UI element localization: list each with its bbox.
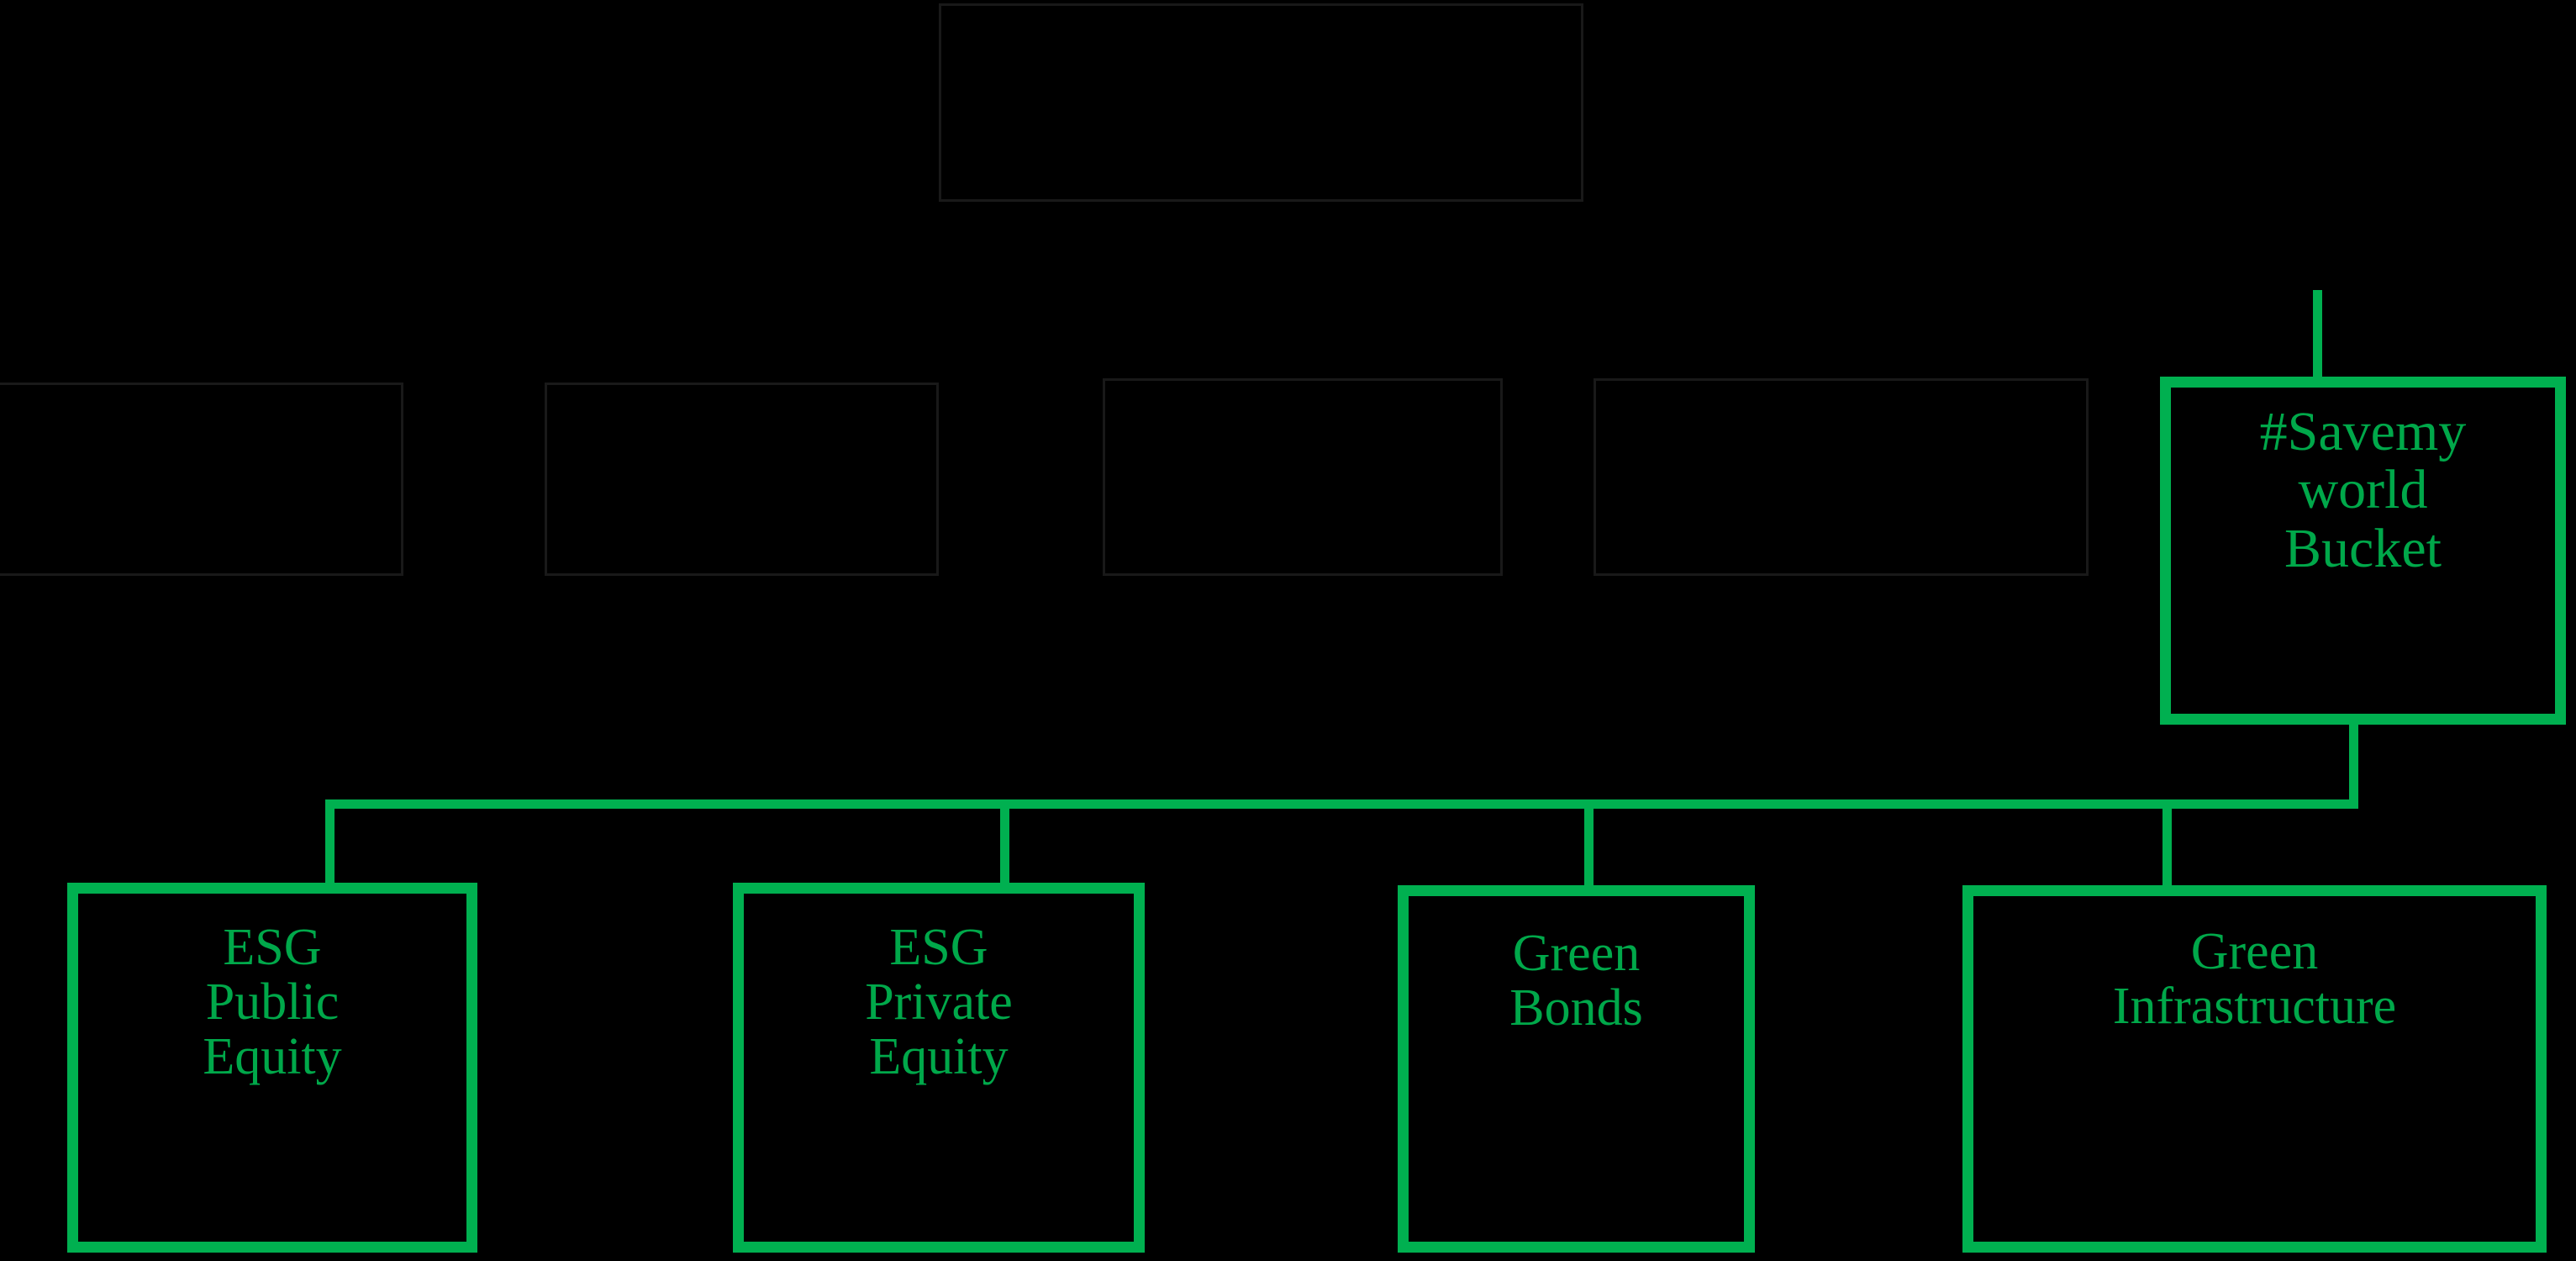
node-esg-public-equity[interactable]: ESG Public Equity — [67, 883, 477, 1253]
ghost-node-middle-1 — [0, 383, 403, 576]
connector-bucket-stem — [2313, 290, 2322, 383]
node-label-line3: Equity — [869, 1028, 1009, 1086]
connector-drop-esg-public-equity — [325, 799, 335, 888]
node-label-line1: Green — [1512, 925, 1641, 982]
connector-drop-green-bonds — [1584, 799, 1594, 888]
ghost-node-middle-4 — [1594, 378, 2089, 576]
node-label-line2: Private — [865, 973, 1013, 1031]
node-green-infrastructure[interactable]: Green Infrastructure — [1962, 885, 2547, 1253]
node-esg-private-equity[interactable]: ESG Private Equity — [733, 883, 1145, 1253]
connector-horizontal-bus — [329, 799, 2358, 809]
node-label-line2: world — [2298, 459, 2428, 521]
node-label-line2: Public — [205, 973, 340, 1031]
node-label-line3: Bucket — [2284, 517, 2442, 579]
node-label-line1: Green — [2190, 923, 2319, 980]
ghost-node-middle-2 — [545, 383, 939, 576]
node-label-line2: Infrastructure — [2112, 978, 2397, 1036]
node-savemyworld-bucket[interactable]: #Savemy world Bucket — [2160, 377, 2566, 725]
node-label-line3: Equity — [203, 1028, 342, 1086]
node-label-line1: #Savemy — [2259, 401, 2467, 462]
node-label-line1: ESG — [889, 919, 988, 976]
connector-drop-esg-private-equity — [1000, 799, 1009, 888]
ghost-node-middle-3 — [1103, 378, 1503, 576]
node-label-line1: ESG — [223, 919, 322, 976]
ghost-node-top-1 — [939, 3, 1583, 202]
node-label-line2: Bonds — [1509, 979, 1643, 1037]
connector-bucket-drop — [2349, 720, 2358, 808]
connector-drop-green-infrastructure — [2162, 799, 2172, 888]
node-green-bonds[interactable]: Green Bonds — [1398, 885, 1755, 1253]
